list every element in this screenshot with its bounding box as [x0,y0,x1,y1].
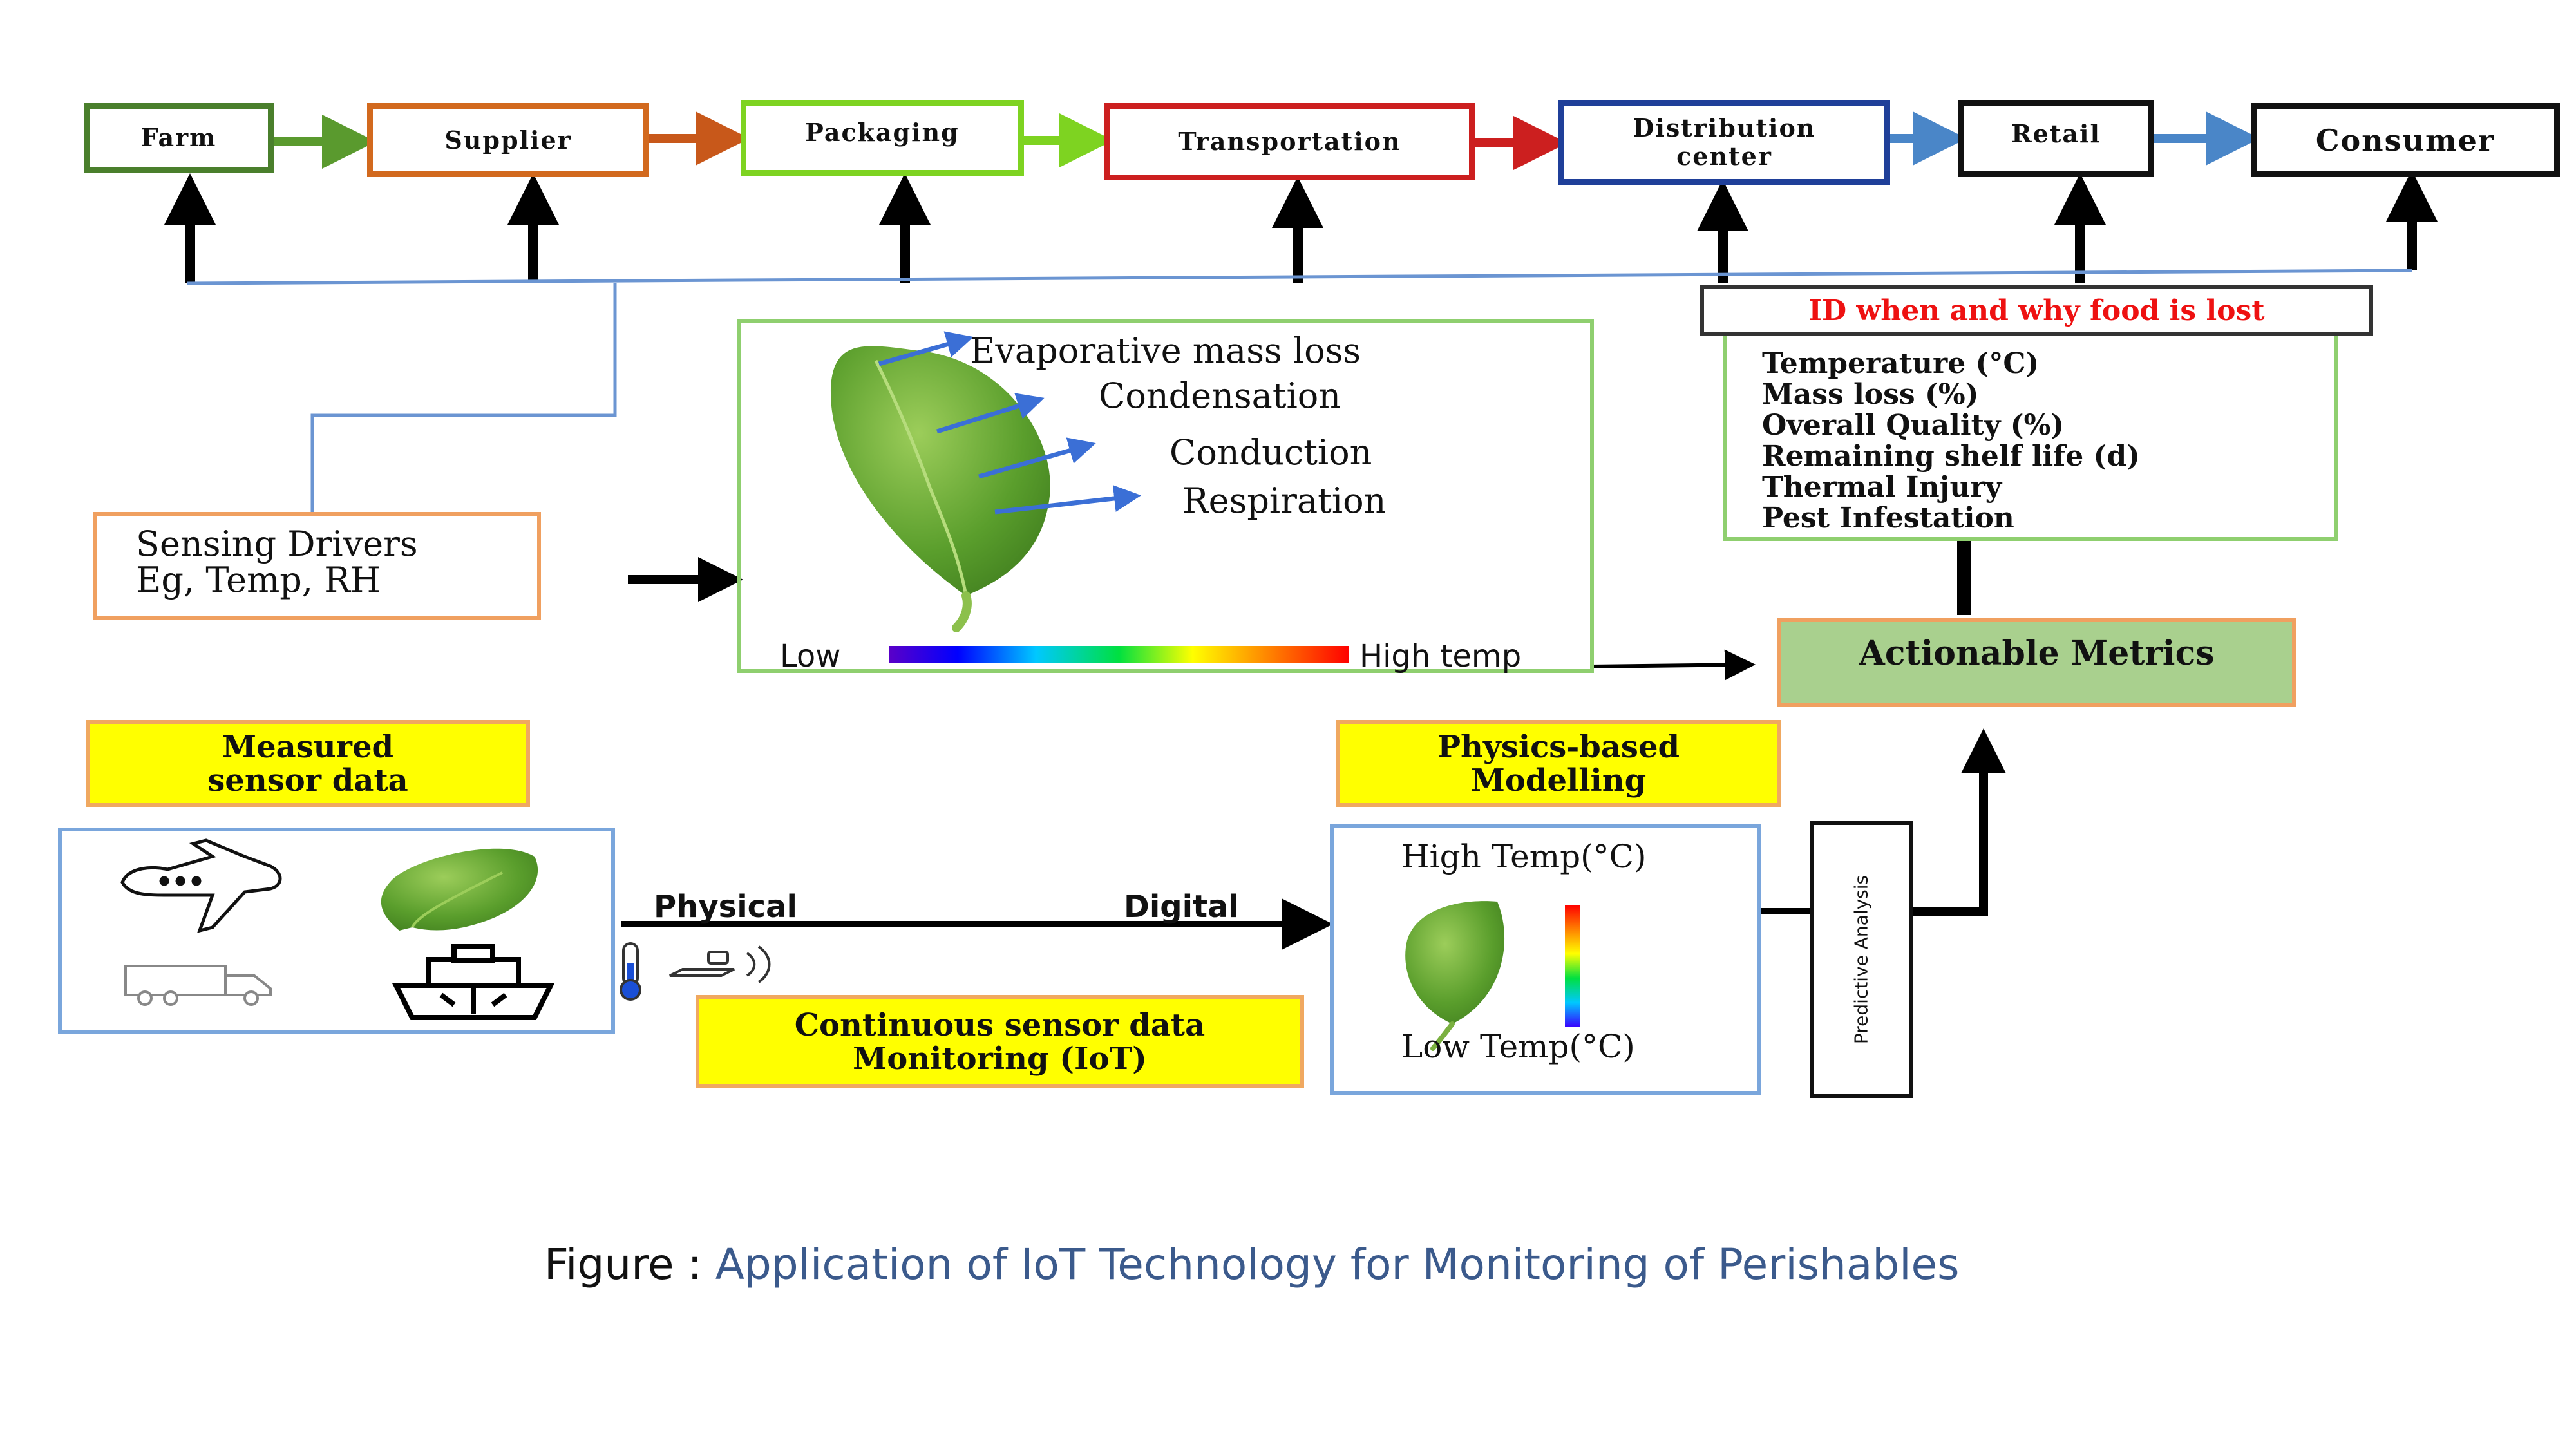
data-bus-line [186,269,2412,285]
process-evaporative: Evaporative mass loss [970,330,1361,371]
measured-sensor-label: Measured sensor data [86,720,530,807]
scale-high-label: High temp [1359,638,1522,674]
temperature-scale-bar [889,646,1349,663]
arrow-leaf-to-actionable [1590,649,1756,681]
metric-overall-quality: Overall Quality (%) [1762,409,2065,442]
chain-label-farm: Farm [140,123,217,152]
physics-model-panel: High Temp(°C) Low Temp(°C) [1330,824,1761,1095]
sensing-line-1: Sensing Drivers [136,524,418,564]
chain-label-retail: Retail [2011,119,2101,148]
physics-modelling-label: Physics-based Modelling [1336,720,1781,807]
figure-caption: Figure : Application of IoT Technology f… [544,1240,1960,1289]
sensor-device-icon [669,945,771,983]
chain-label-supplier: Supplier [444,125,572,155]
model-low-temp: Low Temp(°C) [1401,1028,1635,1065]
chain-box-consumer: Consumer [2251,103,2560,177]
process-arrows [878,331,1141,515]
chain-box-supplier: Supplier [367,103,649,177]
model-temperature-bar [1565,905,1580,1027]
predictive-analysis-box: Predictive Analysis [1810,821,1913,1098]
actionable-metrics-box: Actionable Metrics [1777,618,2296,707]
chain-box-distribution: Distribution center [1558,100,1890,185]
chain-label-transportation: Transportation [1178,127,1401,156]
physical-label: Physical [654,889,797,925]
digital-label: Digital [1124,889,1239,925]
chain-box-farm: Farm [84,103,274,173]
chain-label-distribution-2: center [1676,142,1772,171]
measured-sensor-panel [58,828,615,1034]
sensing-line-2: Eg, Temp, RH [136,560,381,600]
sensing-link-line [310,283,617,512]
chain-box-packaging: Packaging [741,100,1024,176]
loss-metrics-box: Temperature (°C) Mass loss (%) Overall Q… [1723,332,2338,541]
metric-pest-infestation: Pest Infestation [1762,502,2014,535]
metric-thermal-injury: Thermal Injury [1762,471,2002,504]
actionable-metrics-label: Actionable Metrics [1859,634,2215,673]
leaf-icon [381,848,538,931]
bus-risers [164,170,2438,283]
scale-low-label: Low [780,638,841,674]
leaf-illustration [831,346,1050,632]
process-respiration: Respiration [1182,480,1387,521]
airplane-icon [120,838,282,933]
model-high-temp: High Temp(°C) [1401,838,1647,875]
truck-icon [124,965,272,1006]
process-conduction: Conduction [1170,432,1372,473]
process-condensation: Condensation [1099,375,1341,416]
metric-temperature: Temperature (°C) [1762,347,2040,380]
chain-box-transportation: Transportation [1104,103,1475,180]
thermometer-icon [620,942,641,1001]
loss-id-header: ID when and why food is lost [1700,285,2373,336]
metric-shelf-life: Remaining shelf life (d) [1762,440,2140,473]
metric-mass-loss: Mass loss (%) [1762,378,1979,411]
sensing-drivers-box: Sensing Drivers Eg, Temp, RH [93,512,541,620]
model-leaf-illustration [1405,901,1505,1051]
chain-label-distribution-1: Distribution [1633,113,1816,142]
caption-text: Application of IoT Technology for Monito… [715,1240,1960,1289]
ship-icon [392,944,555,1020]
arrow-predictive-to-actionable [1909,728,2006,916]
leaf-process-panel: Evaporative mass loss Condensation Condu… [737,319,1594,674]
caption-prefix: Figure : [544,1240,715,1289]
chain-box-retail: Retail [1958,100,2154,177]
chain-label-packaging: Packaging [805,118,960,147]
loss-id-header-text: ID when and why food is lost [1808,294,2265,327]
iot-monitoring-label: Continuous sensor data Monitoring (IoT) [696,995,1304,1088]
predictive-analysis-label: Predictive Analysis [1850,875,1872,1045]
chain-label-consumer: Consumer [2315,122,2496,158]
